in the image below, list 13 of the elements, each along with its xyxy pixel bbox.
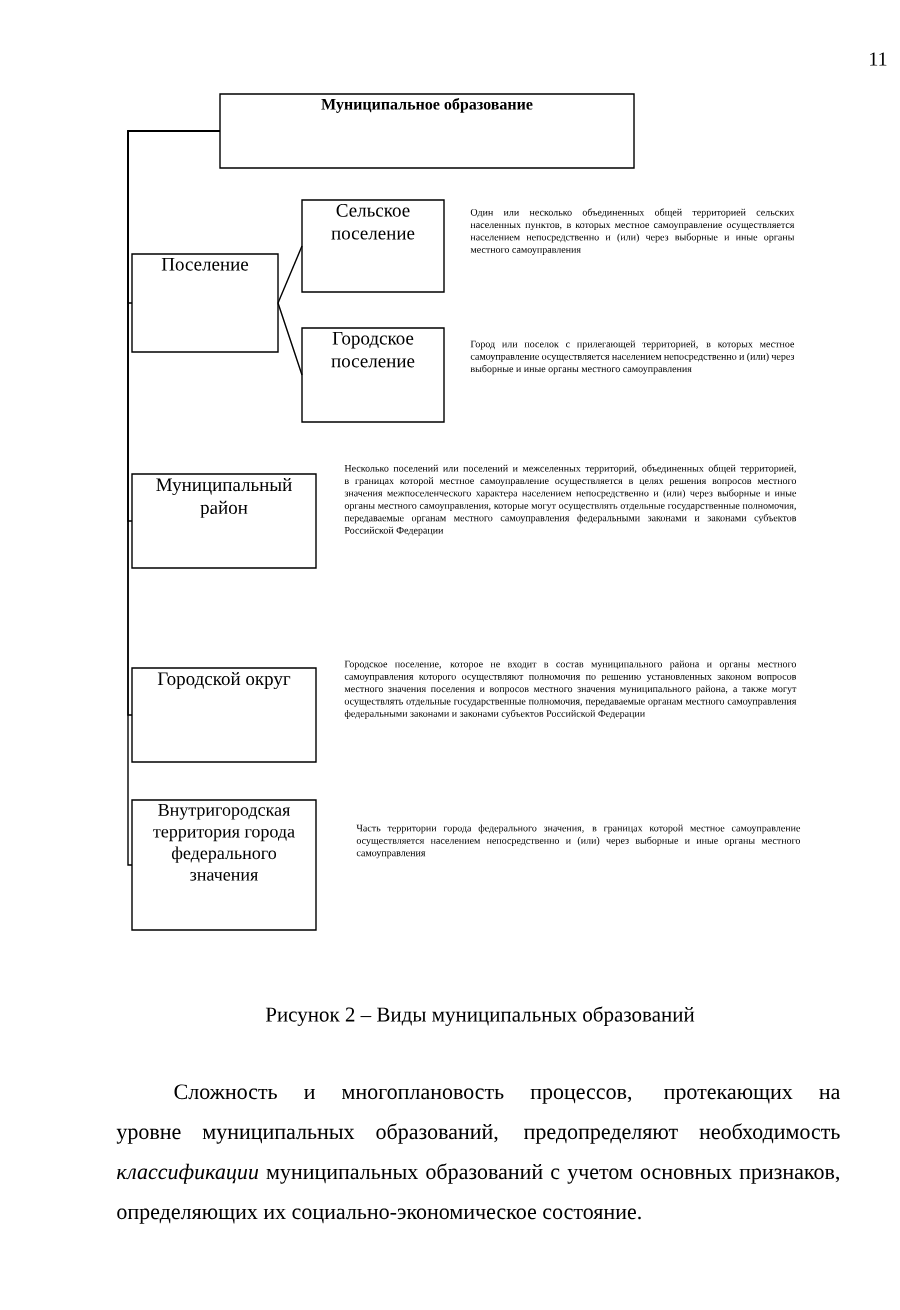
box: Муниципальный район: [131, 473, 317, 569]
connector-line: [277, 302, 303, 376]
connector-line: [277, 245, 303, 304]
figure-caption: Рисунок 2 – Виды муниципальных образований: [265, 1006, 695, 1026]
box: Муниципальное образование: [219, 93, 635, 169]
page-number: 11: [870, 52, 887, 66]
paragraph: Сложность и многоплановость процессов, протекающих на уровне муниципальных образований, предопределяют необходимость классификации муниципальных образований с учетом основных признаков, определяющих их социально-экономическое состояние.: [116, 1084, 841, 1224]
box: Городское поселение: [301, 327, 445, 423]
box: Внутригородская территория города федерального значения: [131, 799, 317, 931]
box: Городской округ: [131, 667, 317, 763]
box: Поселение: [131, 253, 279, 353]
connector-line: [127, 130, 221, 866]
box: Сельское поселение: [301, 199, 445, 293]
